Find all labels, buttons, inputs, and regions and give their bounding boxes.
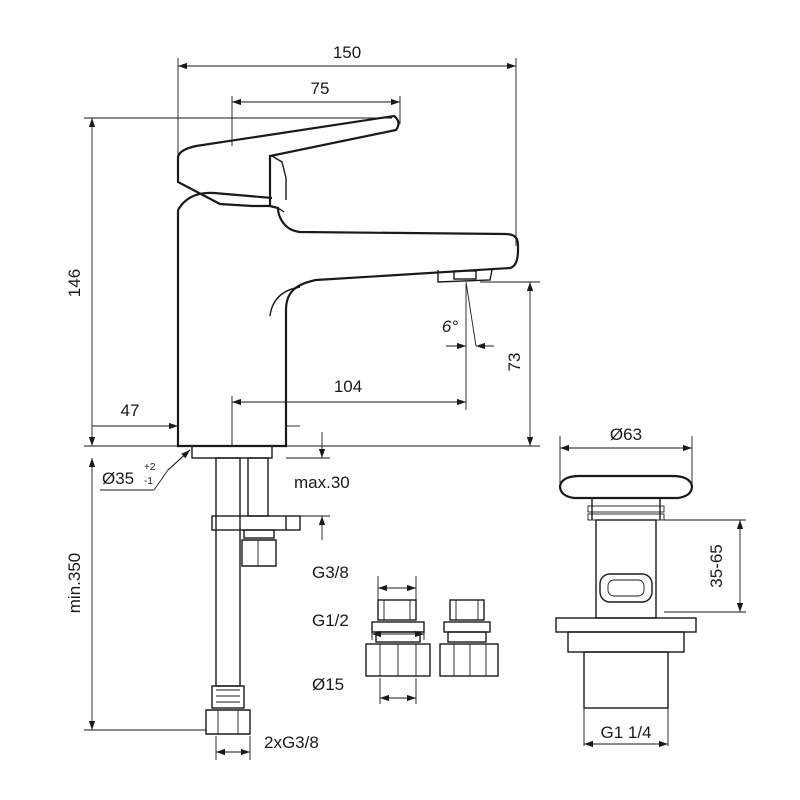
dim-base-diameter: Ø35: [102, 469, 134, 488]
flexible-hoses: [205, 457, 301, 735]
dim-thread-g38: G3/8: [312, 563, 349, 582]
dim-base-tol-plus: +2: [144, 462, 156, 473]
connector-left: [365, 599, 431, 677]
waste-plug: [555, 474, 697, 709]
dim-max-deck: max.30: [294, 473, 350, 492]
dim-waste-diameter: Ø63: [610, 425, 642, 444]
dim-base-offset: 47: [121, 401, 140, 420]
dim-pipe-d15: Ø15: [312, 675, 344, 694]
dim-spray-angle: 6°: [442, 317, 458, 336]
aerator: [437, 269, 493, 283]
dim-waste-thread: G1 1/4: [600, 723, 651, 742]
dim-spout-height: 73: [505, 353, 524, 372]
connector-right: [439, 599, 499, 677]
dim-spout-reach: 104: [334, 377, 362, 396]
dim-total-width: 150: [333, 43, 361, 62]
dim-waste-range: 35-65: [707, 544, 726, 587]
dim-hose-length: min.350: [65, 553, 84, 613]
dim-total-height: 146: [65, 269, 84, 297]
dim-handle-width: 75: [311, 79, 330, 98]
dimension-lines: [84, 58, 746, 760]
dim-base-tol-minus: -1: [144, 476, 153, 487]
dimension-labels: 150 75 146 47 104 73 6° Ø35 +2 -1 max.30…: [65, 43, 726, 752]
dim-thread-g12: G1/2: [312, 611, 349, 630]
dim-hose-thread: 2xG3/8: [264, 733, 319, 752]
faucet-body: [176, 114, 520, 459]
